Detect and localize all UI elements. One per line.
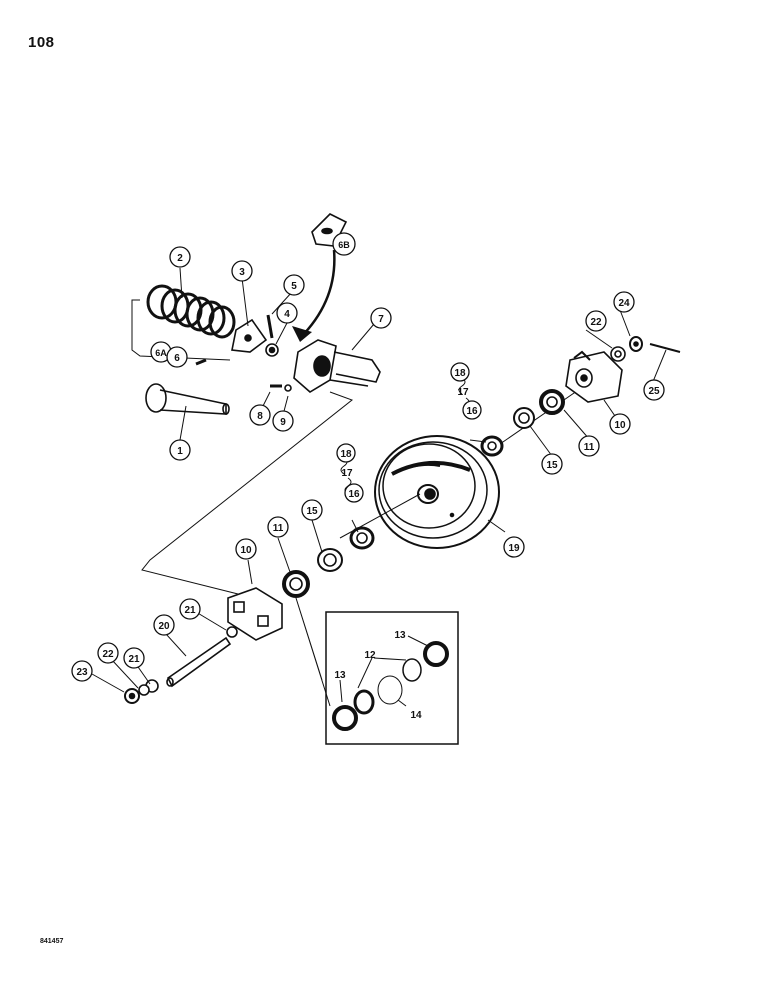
callout-17-left: 17 [341, 468, 353, 479]
detail-label-14: 14 [410, 710, 422, 721]
part-23-nut-left [124, 688, 140, 704]
part-24-nut-right [629, 336, 643, 352]
callout-10-left: 10 [240, 545, 252, 556]
callout-6: 6 [174, 353, 180, 364]
part-22-washer-left [138, 684, 150, 696]
part-7-yoke [293, 339, 381, 393]
part-4-nut [265, 343, 279, 357]
callout-6b: 6B [338, 240, 350, 250]
callout-24: 24 [618, 298, 630, 309]
callout-18-right: 18 [454, 368, 466, 379]
callout-9: 9 [280, 417, 286, 428]
part-10-bracket-right [565, 350, 623, 403]
callout-21-lower: 21 [128, 654, 140, 665]
part-1-rod [145, 383, 230, 415]
figure-id: 841457 [40, 938, 64, 945]
callout-21-upper: 21 [184, 605, 196, 616]
callout-17-right: 17 [457, 387, 469, 398]
detail-ring-12-lower [353, 689, 375, 715]
seal-detail-inset [325, 611, 459, 745]
callout-4: 4 [284, 309, 290, 320]
part-20-shaft [166, 636, 232, 688]
detail-ring-12-upper [402, 658, 422, 682]
callout-16-left: 16 [348, 489, 360, 500]
callout-23: 23 [76, 667, 88, 678]
detail-ring-14 [377, 675, 403, 705]
callout-5: 5 [291, 281, 297, 292]
callout-15-left: 15 [306, 506, 318, 517]
callout-19: 19 [508, 543, 520, 554]
part-15-bearing-cup-left [317, 548, 343, 572]
part-10-bracket-left [227, 587, 283, 641]
part-11-seal-right [539, 389, 565, 415]
part-15-bearing-cup-right [513, 407, 535, 429]
callout-circles [71, 232, 665, 682]
callout-20: 20 [158, 621, 170, 632]
part-21-oring-upper [226, 626, 238, 638]
detail-label-13-upper: 13 [394, 630, 406, 641]
callout-11-right: 11 [584, 442, 595, 453]
part-9-washer [284, 384, 292, 392]
part-25-pin [649, 343, 681, 353]
callout-8: 8 [257, 411, 263, 422]
part-22-washer-right [610, 346, 626, 362]
part-19-idler-wheel [374, 435, 500, 549]
callout-1: 1 [177, 446, 183, 457]
page-number: 108 [28, 34, 55, 51]
callout-2: 2 [177, 253, 183, 264]
assembly-arrow [299, 249, 336, 339]
part-5-pin [266, 314, 274, 339]
part-3-plate [231, 318, 268, 353]
detail-label-12: 12 [364, 650, 376, 661]
callout-15-right: 15 [546, 460, 558, 471]
callout-22-right: 22 [590, 317, 602, 328]
callout-25: 25 [648, 386, 660, 397]
callout-18-left: 18 [340, 449, 352, 460]
detail-seal-ring-13-upper [423, 641, 449, 667]
part-2-spring [146, 284, 236, 339]
part-16-bearing-cone-left [349, 526, 375, 550]
callout-3: 3 [239, 267, 245, 278]
part-16-bearing-cone-right [480, 435, 504, 457]
callout-11-left: 11 [273, 523, 284, 534]
part-11-seal-left [282, 570, 310, 598]
callout-7: 7 [378, 314, 384, 325]
callout-22-left: 22 [102, 649, 114, 660]
callout-10-right: 10 [614, 420, 626, 431]
callout-6a: 6A [155, 348, 167, 358]
detail-seal-ring-13-lower [332, 705, 358, 731]
part-6-bolt [195, 358, 207, 366]
callout-16-right: 16 [466, 406, 478, 417]
long-group-bracket [141, 391, 354, 595]
detail-label-13-lower: 13 [334, 670, 346, 681]
